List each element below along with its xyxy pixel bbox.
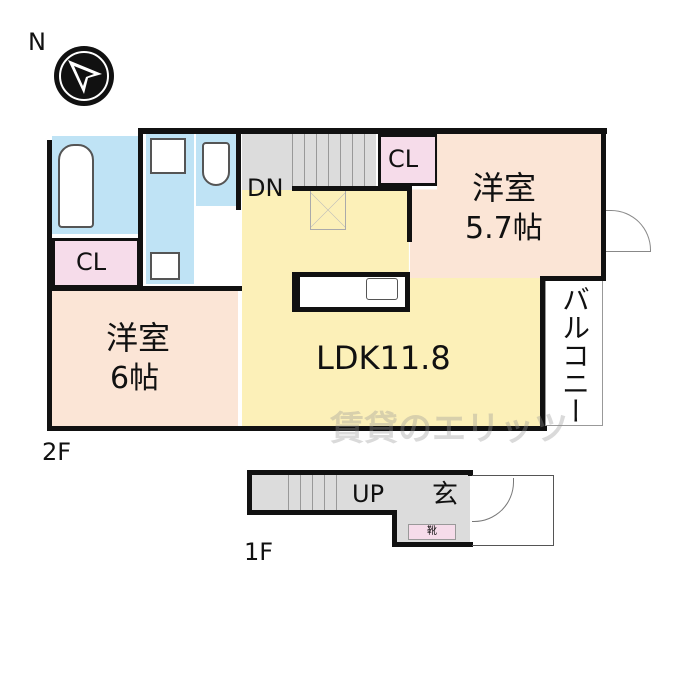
watermark: 賃貸のエリッツ: [330, 409, 568, 449]
western-room-a-name: 洋室: [472, 169, 537, 207]
closet-left-label: CL: [76, 248, 107, 276]
floor-2-label: 2F: [42, 438, 72, 466]
balcony-label: バルコニー: [558, 285, 591, 425]
sink-icon: [366, 278, 398, 300]
wall: [392, 542, 473, 547]
window-door-icon: [605, 210, 651, 252]
washbasin-icon: [150, 252, 180, 280]
wall: [468, 470, 473, 476]
wall: [540, 276, 606, 281]
entrance-porch: [472, 475, 554, 546]
toilet-icon: [202, 142, 230, 186]
storage-box-icon: [310, 190, 346, 230]
stairs-dn-label: DN: [247, 174, 284, 202]
wall: [407, 190, 412, 242]
stairs-up-label: UP: [352, 480, 385, 508]
wall: [47, 426, 547, 431]
wall: [601, 128, 606, 280]
wall: [392, 510, 397, 546]
western-room-a-size: 5.7帖: [465, 211, 543, 246]
wall: [52, 286, 242, 291]
wall: [540, 276, 545, 431]
closet-left: [52, 238, 140, 288]
ldk-label: LDK11.8: [316, 339, 451, 377]
closet-top-label: CL: [388, 145, 419, 173]
closet-top: [378, 134, 438, 186]
stairs-1f: [250, 475, 470, 511]
bathtub-icon: [58, 144, 94, 228]
western-room-b: [52, 290, 238, 428]
floor-1-label: 1F: [244, 538, 274, 566]
north-label: N: [28, 28, 46, 56]
stairs-2f: [242, 134, 376, 190]
wall: [47, 140, 52, 430]
western-room-b-size: 6帖: [110, 361, 160, 396]
kitchen-counter: [292, 272, 410, 312]
western-room-a: [410, 134, 603, 280]
wall: [247, 470, 252, 514]
wall: [247, 470, 473, 475]
north-arrow-icon: [54, 46, 114, 106]
wall: [140, 128, 607, 134]
wall: [236, 128, 241, 210]
shoe-cabinet: 靴: [408, 524, 456, 540]
wall: [247, 510, 397, 515]
western-room-b-name: 洋室: [106, 319, 171, 357]
wall: [292, 186, 412, 191]
washing-machine-icon: [150, 138, 186, 174]
entrance-label: 玄: [432, 480, 459, 510]
wall: [138, 128, 143, 288]
